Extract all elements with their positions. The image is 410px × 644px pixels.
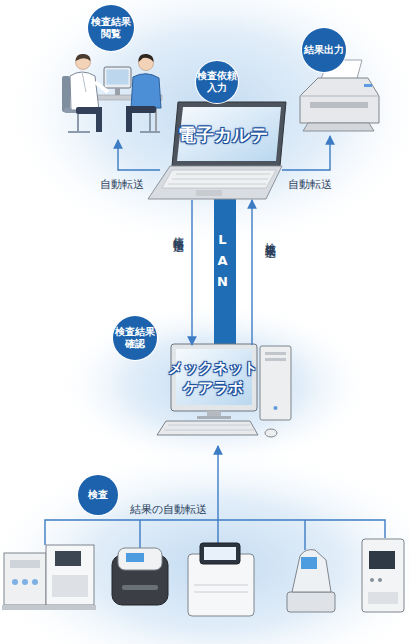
consultation-scene-part bbox=[68, 113, 90, 132]
laptop-art bbox=[148, 102, 286, 199]
node-text: 検査 bbox=[78, 489, 119, 501]
ehr-laptop: 電子カルテ bbox=[160, 100, 285, 200]
step-bubble: 検査結果閲覧 bbox=[88, 5, 134, 51]
transfer-wires bbox=[45, 136, 385, 550]
consultation-scene-part bbox=[76, 55, 91, 70]
desktop-art-part bbox=[265, 352, 286, 355]
node-text: 検査結果閲覧 bbox=[91, 16, 132, 40]
transfer-arrow bbox=[191, 200, 192, 345]
instrument-art-part bbox=[122, 585, 158, 590]
laptop-art-part bbox=[162, 170, 276, 188]
consultation-scene-part bbox=[104, 67, 131, 88]
desktop-art-part bbox=[157, 421, 258, 435]
desktop-art-part bbox=[274, 406, 278, 410]
instrument-art-part bbox=[194, 585, 248, 592]
instrument-art-part bbox=[10, 560, 40, 568]
laptop-art-part bbox=[168, 174, 270, 184]
node-text: メックネット ケアラボ bbox=[165, 358, 260, 398]
instrument-art bbox=[2, 539, 404, 616]
node-text: 結果出力 bbox=[304, 44, 345, 56]
edge-label: 検査結果伝送 bbox=[262, 234, 277, 240]
consultation-scene-part bbox=[76, 54, 91, 61]
node-text: 検査依頼入力 bbox=[197, 70, 238, 94]
instrument-art-part bbox=[4, 553, 46, 605]
desktop-art-part bbox=[260, 346, 291, 420]
consultation-scene-part bbox=[138, 54, 153, 62]
instrument-art-part bbox=[12, 579, 18, 585]
consultation-scene-part bbox=[95, 82, 108, 92]
instrument-art-part bbox=[368, 592, 398, 604]
step-bubble: 結果出力 bbox=[302, 28, 346, 72]
desktop-art-part bbox=[164, 425, 254, 430]
desktop-art bbox=[157, 344, 291, 437]
consultation-scene-part bbox=[96, 107, 102, 132]
node-text: 電子カルテ bbox=[178, 123, 268, 146]
laptop-art-part bbox=[177, 107, 281, 161]
instrument-art-part bbox=[126, 553, 144, 562]
instrument-art-part bbox=[292, 550, 331, 592]
auto-transfer-arrow bbox=[118, 140, 160, 170]
instrument-art-part bbox=[287, 592, 335, 612]
auto-transfer-arrow bbox=[282, 136, 330, 170]
edge-label: 依頼情報伝送 bbox=[170, 228, 185, 234]
printer-art-part bbox=[303, 123, 374, 131]
printer-art-part bbox=[300, 96, 379, 97]
lan-label: LAN bbox=[215, 232, 230, 295]
instrument-art-part bbox=[378, 578, 382, 582]
instrument-art-part bbox=[55, 551, 81, 566]
instrument-art-part bbox=[22, 579, 28, 585]
step-bubble: 検査結果確認 bbox=[113, 316, 157, 360]
glow bbox=[0, 445, 410, 644]
laptop-art-part bbox=[196, 190, 222, 196]
consultation-scene-part bbox=[70, 72, 99, 110]
consultation-scene-part bbox=[115, 88, 120, 95]
instrument-art-part bbox=[200, 543, 240, 564]
instrument-art-part bbox=[2, 605, 96, 610]
laptop-art-part bbox=[148, 166, 282, 199]
step-bubble: 検査依頼入力 bbox=[196, 61, 238, 103]
instrument-art-part bbox=[46, 545, 94, 605]
transfer-label: 自動転送 bbox=[288, 177, 332, 192]
consultation-scene-part bbox=[82, 72, 86, 92]
printer-art-part bbox=[300, 78, 379, 123]
printer-art-part bbox=[364, 84, 372, 87]
consultation-scene-part bbox=[131, 74, 161, 108]
instrument-art-part bbox=[362, 539, 404, 612]
result-transfer-arrow bbox=[217, 446, 218, 520]
consultation-scene-part bbox=[140, 113, 160, 132]
desktop-art-part bbox=[265, 429, 277, 437]
lan-band bbox=[214, 196, 236, 346]
lab-system-pc: メックネット ケアラボ bbox=[165, 345, 260, 415]
consultation-scene bbox=[62, 54, 162, 132]
instrument-art-part bbox=[370, 578, 374, 582]
transfer-arrow bbox=[251, 200, 252, 345]
instrument-art-part bbox=[369, 551, 395, 569]
instrument-art-part bbox=[204, 547, 236, 560]
consultation-scene-part bbox=[107, 70, 129, 85]
laptop-art-part bbox=[172, 102, 286, 166]
desktop-art-part bbox=[197, 416, 231, 419]
instrument-art-part bbox=[118, 548, 162, 570]
instrument-art-part bbox=[52, 575, 88, 597]
node-text: 検査結果確認 bbox=[115, 326, 156, 350]
glow bbox=[0, 0, 410, 255]
step-bubble: 検査 bbox=[78, 475, 118, 515]
transfer-label: 自動転送 bbox=[100, 177, 144, 192]
consultation-scene-part bbox=[126, 106, 132, 132]
transfer-label: 結果の自動転送 bbox=[130, 502, 207, 517]
printer-art bbox=[300, 60, 379, 131]
desktop-art-part bbox=[265, 358, 286, 361]
consultation-scene-part bbox=[62, 76, 70, 112]
instrument-art-part bbox=[32, 579, 38, 585]
instrument-bus bbox=[45, 520, 385, 545]
instrument-art-part bbox=[301, 557, 317, 569]
desktop-art-part bbox=[171, 344, 257, 411]
printer-art-part bbox=[310, 102, 368, 108]
